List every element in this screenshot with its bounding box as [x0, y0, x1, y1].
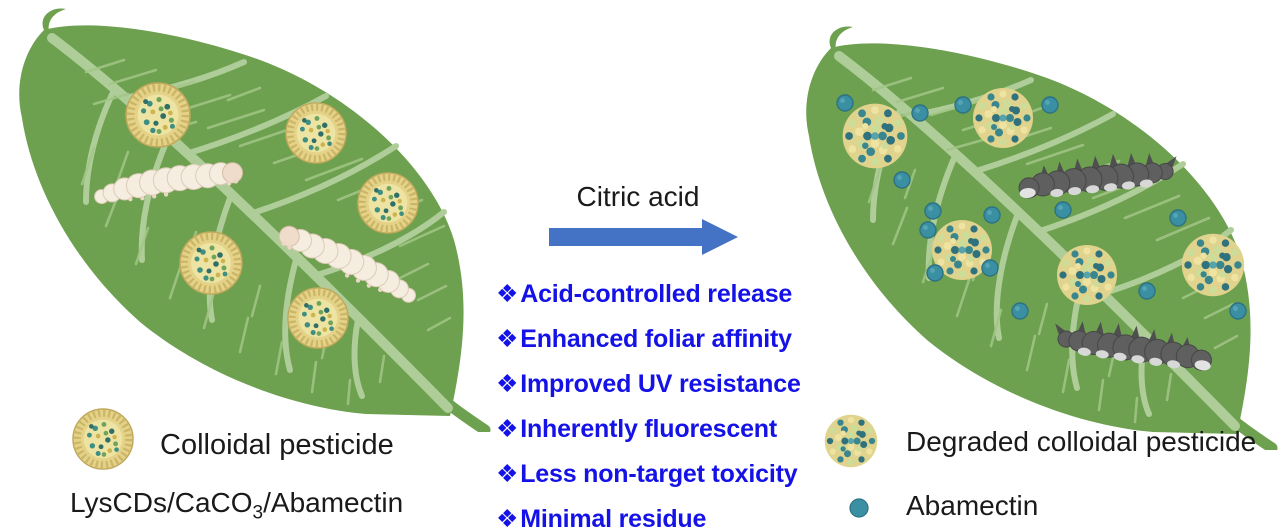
benefit-item: ❖Inherently fluorescent	[496, 407, 801, 452]
colloidal-pesticide-particle	[286, 103, 346, 163]
benefit-list: ❖Acid-controlled release ❖Enhanced folia…	[496, 272, 801, 528]
abamectin-label: Abamectin	[906, 490, 1039, 521]
benefit-text: Enhanced foliar affinity	[520, 325, 792, 353]
benefit-text: Inherently fluorescent	[520, 415, 777, 443]
diamond-bullet-icon: ❖	[496, 460, 519, 488]
degraded-particle	[842, 103, 908, 169]
benefit-text: Acid-controlled release	[520, 280, 793, 308]
benefit-text: Minimal residue	[520, 505, 707, 528]
colloidal-pesticide-legend-icon	[72, 408, 134, 470]
benefit-text: Improved UV resistance	[520, 370, 801, 398]
benefit-item: ❖Improved UV resistance	[496, 362, 801, 407]
degraded-particle	[1057, 245, 1117, 305]
diamond-bullet-icon: ❖	[496, 415, 519, 443]
leaf-before	[0, 0, 498, 432]
degraded-particle	[1181, 233, 1245, 297]
degraded-pesticide-legend-icon	[824, 414, 878, 468]
benefit-text: Less non-target toxicity	[520, 460, 798, 488]
abamectin-legend-icon	[849, 498, 869, 518]
diamond-bullet-icon: ❖	[496, 505, 519, 528]
diamond-bullet-icon: ❖	[496, 370, 519, 398]
diamond-bullet-icon: ❖	[496, 325, 519, 353]
benefit-item: ❖Acid-controlled release	[496, 272, 801, 317]
arrow-head-icon	[702, 219, 738, 255]
reaction-arrow	[549, 219, 739, 255]
leaf-artwork	[19, 8, 485, 430]
degraded-pesticide-label: Degraded colloidal pesticide	[906, 426, 1257, 457]
benefit-item: ❖Less non-target toxicity	[496, 452, 801, 497]
arrow-label: Citric acid	[576, 181, 700, 212]
colloidal-pesticide-particle	[126, 83, 190, 147]
colloidal-pesticide-particle	[180, 232, 242, 294]
colloidal-pesticide-label: Colloidal pesticide	[160, 429, 394, 461]
degraded-particle	[973, 88, 1033, 148]
benefit-item: ❖Enhanced foliar affinity	[496, 317, 801, 362]
colloidal-pesticide-particle	[358, 173, 418, 233]
colloidal-pesticide-particle	[288, 288, 348, 348]
leaf-after	[785, 18, 1280, 450]
benefit-item: ❖Minimal residue	[496, 497, 801, 528]
formula-label: LysCDs/CaCO3/Abamectin	[70, 487, 404, 524]
arrow-shaft	[549, 228, 702, 246]
diamond-bullet-icon: ❖	[496, 280, 519, 308]
